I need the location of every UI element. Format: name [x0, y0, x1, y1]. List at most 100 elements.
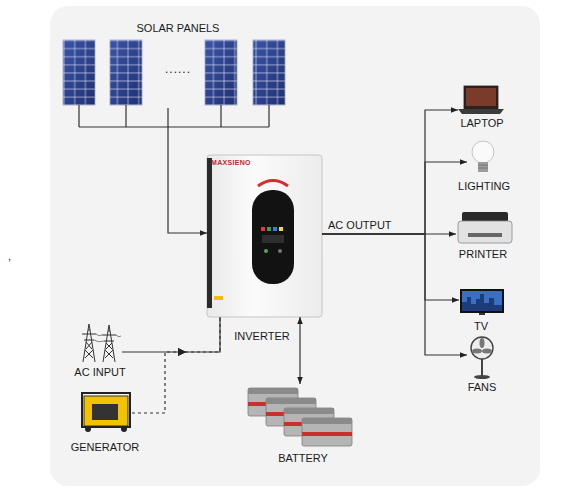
- lcd-screen: [262, 235, 284, 243]
- tv-screen: [462, 291, 502, 311]
- battery-band: [302, 432, 352, 436]
- load-caption: FANS: [457, 381, 507, 394]
- display-panel: [252, 190, 294, 284]
- source-caption: GENERATOR: [60, 441, 150, 454]
- connector-line: [322, 110, 458, 234]
- storage-caption: BATTERY: [263, 452, 343, 465]
- bulb-thread: [478, 165, 488, 168]
- load-caption: TV: [461, 320, 501, 333]
- connector-line: [322, 234, 459, 300]
- panel-cells: [205, 40, 237, 105]
- connector-line: [299, 317, 300, 384]
- connector-line: [322, 233, 456, 234]
- solar-panel: [253, 40, 285, 105]
- indicator: [273, 227, 277, 231]
- connector-label: AC OUTPUT: [328, 219, 392, 232]
- component-group: PRINTER: [456, 210, 514, 246]
- device-caption: INVERTER: [222, 330, 302, 343]
- stray-mark: ,: [8, 250, 11, 263]
- component-group: BATTERY: [246, 384, 354, 442]
- laptop-icon: [458, 86, 504, 114]
- printer-top: [462, 212, 508, 222]
- solar-panel: [205, 40, 237, 105]
- generator-body: [84, 396, 128, 426]
- fan-pole: [481, 359, 483, 376]
- fan-blade: [472, 349, 482, 354]
- solar-panel: [110, 40, 142, 105]
- panel-wiring: [79, 105, 269, 127]
- bulb-glass: [472, 141, 494, 163]
- pylon-tower: [82, 324, 96, 362]
- indicator: [261, 227, 265, 231]
- background-panel: [50, 6, 540, 486]
- generator-engine: [92, 404, 118, 420]
- button: [264, 249, 268, 253]
- component-group: LAPTOP: [458, 84, 504, 114]
- connector-line: [322, 162, 467, 234]
- panel-cells: [110, 40, 142, 105]
- battery-lid: [284, 408, 334, 414]
- load-caption: LIGHTING: [449, 180, 519, 193]
- brand-name: MAXSIENO: [211, 159, 255, 167]
- wheel: [85, 426, 91, 432]
- laptop-display: [466, 88, 496, 106]
- load-caption: LAPTOP: [447, 117, 517, 130]
- pylon-icon: [82, 324, 121, 362]
- laptop-screen: [464, 86, 498, 109]
- component-group: AC INPUT: [78, 322, 122, 364]
- component-group: FANS: [467, 336, 499, 380]
- battery-lid: [266, 398, 316, 404]
- fan-blade: [480, 338, 485, 348]
- battery-bank: [248, 388, 352, 446]
- skyline: [462, 294, 502, 311]
- connector-line: [122, 317, 220, 352]
- laptop-base: [458, 109, 504, 114]
- pylon-tower: [102, 325, 116, 362]
- printer-icon: [458, 212, 512, 243]
- wheel: [121, 426, 127, 432]
- connector-line: [132, 317, 220, 413]
- printer-body: [458, 221, 512, 243]
- bulb-icon: [472, 141, 494, 172]
- paper-slot: [468, 233, 502, 237]
- component-group: TV: [459, 288, 505, 316]
- fan-blade: [482, 349, 492, 354]
- connector-line: [168, 108, 207, 233]
- component-group: MAXSIENOINVERTER: [207, 155, 322, 317]
- solar-panel: [63, 40, 95, 105]
- power-line: [94, 334, 121, 342]
- panel-cells: [253, 40, 285, 105]
- tv-icon: [460, 289, 504, 315]
- ellipsis-mark: ......: [158, 63, 198, 76]
- warning-sticker: [214, 296, 223, 300]
- fan-guard: [471, 337, 493, 359]
- component-group: SOLAR PANELS......: [60, 38, 290, 108]
- indicator: [267, 227, 271, 231]
- indicator: [279, 227, 283, 231]
- panel-cells: [63, 40, 95, 105]
- status-arc: [258, 181, 288, 187]
- arrow-head: [178, 348, 186, 356]
- solar-panel-array: [63, 40, 285, 127]
- inverter-unit: [207, 155, 322, 317]
- battery-lid: [302, 418, 352, 424]
- load-caption: PRINTER: [448, 248, 518, 261]
- generator-frame: [82, 393, 130, 427]
- fan-icon: [471, 337, 493, 379]
- generator-icon: [82, 393, 130, 432]
- component-group: LIGHTING: [467, 140, 499, 176]
- bulb-base: [478, 162, 488, 172]
- component-group: GENERATOR: [80, 390, 132, 432]
- tv-frame: [460, 289, 504, 313]
- tv-stand: [479, 313, 485, 315]
- inverter-body: [207, 155, 322, 317]
- fan-base: [474, 375, 490, 379]
- arrow-head: [178, 348, 186, 356]
- button: [278, 249, 282, 253]
- battery-unit: [302, 418, 352, 446]
- battery-lid: [248, 388, 298, 394]
- inverter-side: [207, 158, 212, 308]
- connector-line: [322, 234, 467, 355]
- source-caption: AC INPUT: [65, 366, 135, 379]
